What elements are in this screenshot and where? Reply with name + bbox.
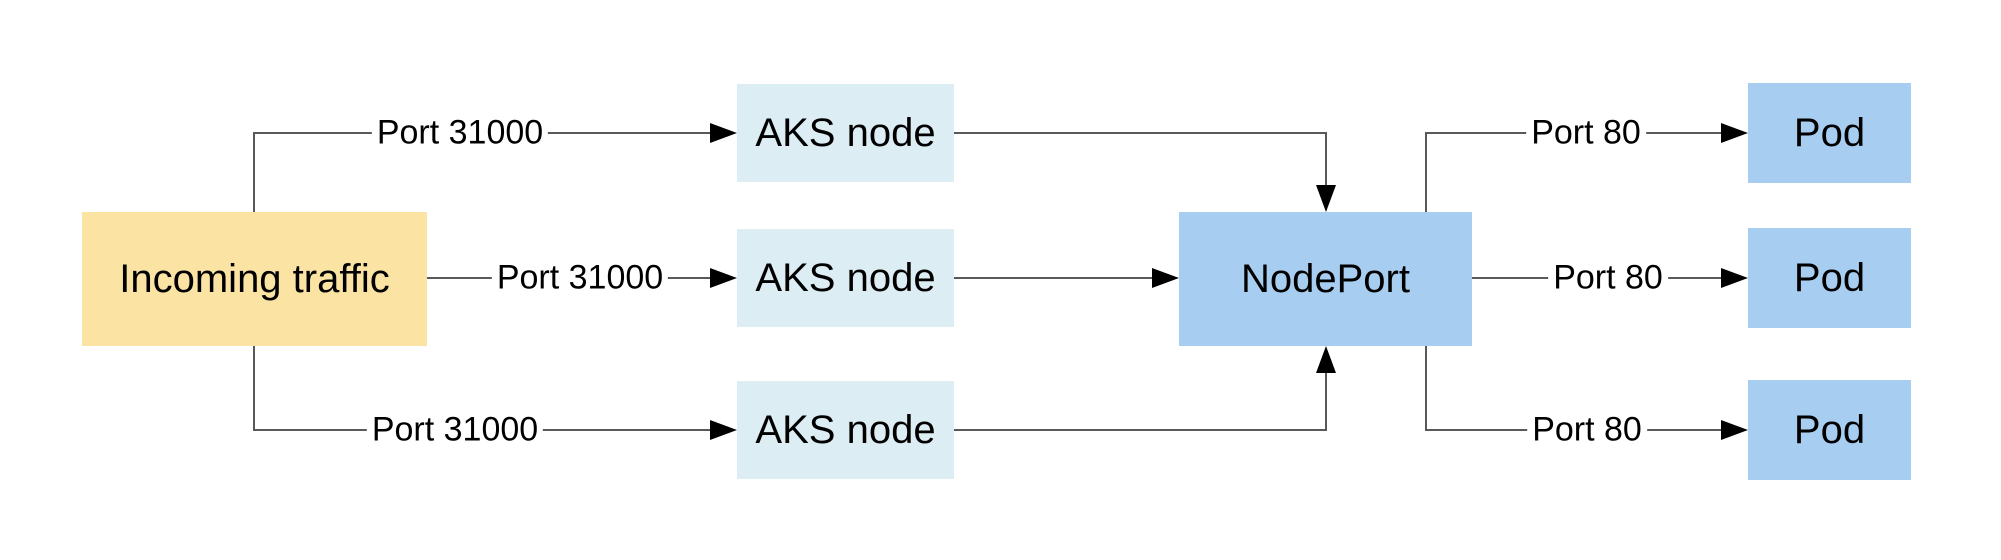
aks-node-box-1: AKS node [737,84,954,182]
pod-box-1: Pod [1748,83,1911,183]
aks-node-label: AKS node [755,408,936,452]
nodeport-box: NodePort [1179,212,1472,346]
arrowhead-right-icon [710,268,737,288]
edge-incoming-to-aks-node-1 [253,123,737,212]
edge-label-port-80-bottom: Port 80 [1527,410,1647,449]
arrowhead-right-icon [1721,268,1748,288]
edge-label-port-80-top: Port 80 [1526,113,1646,152]
edge-incoming-to-aks-node-3 [253,346,737,440]
edge-aks-node-3-to-nodeport [954,346,1336,431]
incoming-traffic-label: Incoming traffic [119,257,390,301]
arrowhead-right-icon [1152,268,1179,288]
edge-label-port-31000-middle: Port 31000 [491,258,669,297]
pod-box-2: Pod [1748,228,1911,328]
edge-aks-node-1-to-nodeport [954,132,1336,212]
nodeport-label: NodePort [1241,257,1410,301]
aks-node-label: AKS node [755,111,936,155]
arrowhead-down-icon [1316,185,1336,212]
arrowhead-right-icon [710,123,737,143]
aks-node-box-3: AKS node [737,381,954,479]
pod-label: Pod [1793,111,1866,155]
arrowhead-right-icon [1721,420,1748,440]
edge-aks-node-2-to-nodeport [954,268,1179,288]
incoming-traffic-box: Incoming traffic [82,212,427,346]
arrowhead-right-icon [710,420,737,440]
edge-label-port-80-middle: Port 80 [1548,258,1668,297]
aks-node-label: AKS node [755,256,936,300]
arrowhead-right-icon [1721,123,1748,143]
edge-label-port-31000-bottom: Port 31000 [366,410,544,449]
aks-node-box-2: AKS node [737,229,954,327]
arrowhead-up-icon [1316,346,1336,373]
edge-label-port-31000-top: Port 31000 [371,113,549,152]
pod-label: Pod [1793,408,1866,452]
pod-label: Pod [1793,256,1866,300]
pod-box-3: Pod [1748,380,1911,480]
